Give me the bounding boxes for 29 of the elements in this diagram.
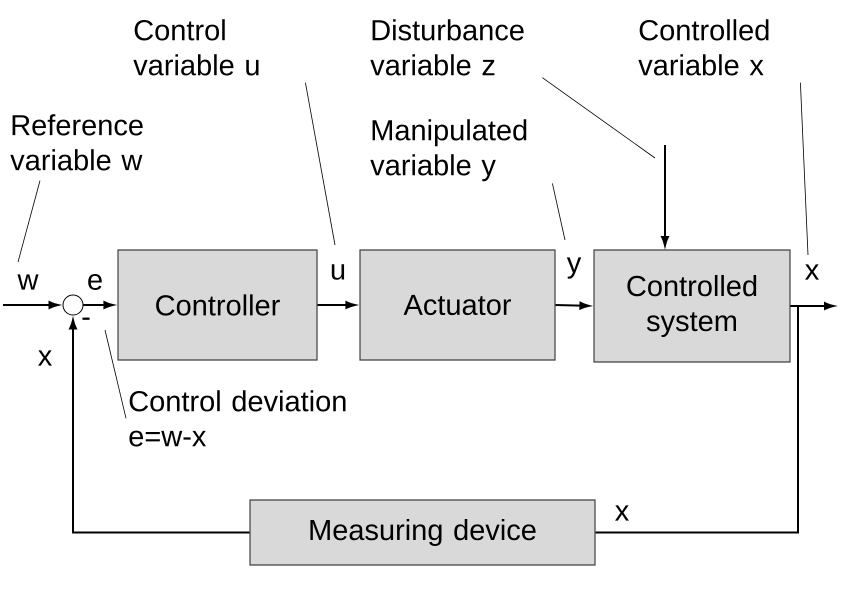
block-box: Controller — [117, 249, 318, 361]
block-box: Measuring device — [249, 499, 596, 566]
arrow — [318, 301, 356, 309]
leader-line — [104, 330, 126, 419]
edge-label: x — [36, 349, 54, 367]
summing-junction — [62, 294, 84, 316]
leader-line — [18, 180, 40, 262]
block-box: Controlled system — [593, 249, 791, 363]
leader-line — [800, 82, 808, 256]
callout-text: Controlled variable x — [638, 19, 768, 76]
minus-sign: - — [82, 318, 90, 320]
arrow — [661, 145, 669, 246]
edge-label: y — [566, 256, 582, 280]
callout-text: Control variable u — [133, 19, 259, 76]
leader-line — [305, 82, 336, 246]
edge-label: e — [86, 273, 104, 291]
callout-text: Reference variable w — [10, 114, 143, 170]
callout-text: Disturbance variable z — [370, 19, 524, 76]
callout-text: Manipulated variable y — [370, 119, 526, 182]
block-box: Actuator — [359, 249, 556, 361]
edge-label: x — [614, 504, 630, 522]
edge-label: x — [804, 263, 820, 281]
leader-line — [552, 183, 566, 240]
callout-text: Control deviation e=w-x — [129, 390, 346, 446]
edge-label: w — [16, 273, 40, 291]
leader-line — [542, 77, 656, 158]
arrow — [84, 301, 114, 309]
edge-label: u — [328, 263, 348, 281]
arrow — [556, 302, 590, 310]
